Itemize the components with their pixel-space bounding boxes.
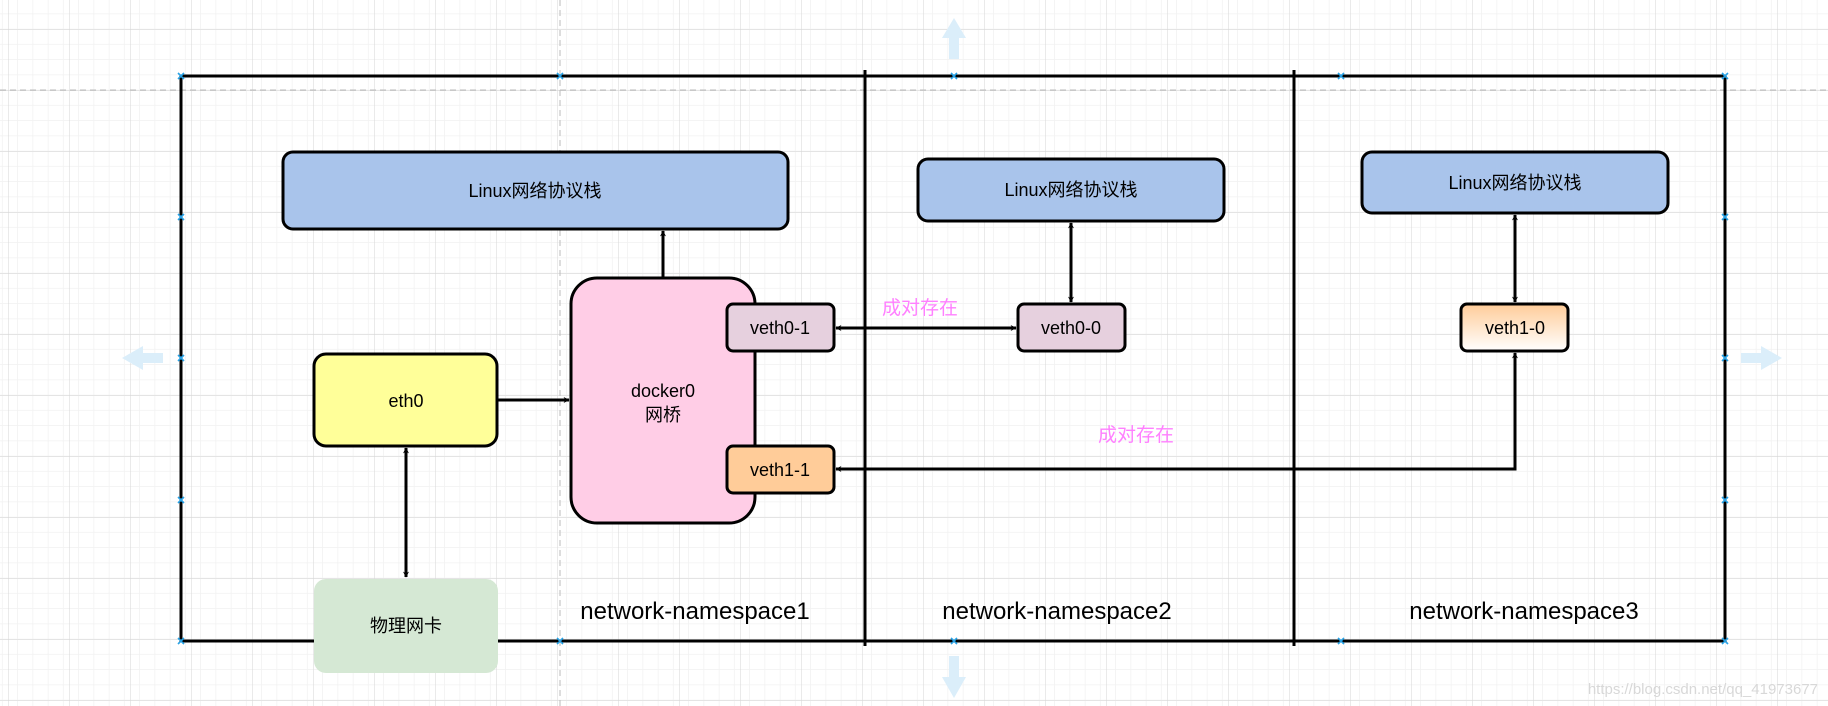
selection-handles[interactable]	[177, 72, 1729, 645]
stack1-label: Linux网络协议栈	[468, 181, 601, 201]
node-stack1[interactable]: Linux网络协议栈	[281, 150, 790, 231]
node-stack2[interactable]: Linux网络协议栈	[916, 157, 1226, 223]
veth1-1-label: veth1-1	[750, 460, 810, 480]
node-veth1-1[interactable]: veth1-1	[725, 444, 836, 495]
node-stack3[interactable]: Linux网络协议栈	[1360, 150, 1670, 215]
namespace2-label: network-namespace2	[942, 598, 1171, 625]
bridge-label-line2: 网桥	[645, 405, 681, 425]
node-veth0-1[interactable]: veth0-1	[725, 302, 836, 353]
node-docker0-bridge[interactable]: docker0 网桥	[569, 276, 757, 525]
expand-right-arrow-icon[interactable]	[1741, 346, 1782, 370]
expand-down-arrow-icon[interactable]	[942, 656, 966, 698]
stack3-label: Linux网络协议栈	[1448, 173, 1581, 193]
eth0-label: eth0	[388, 391, 423, 411]
pair-label-veth1: 成对存在	[1098, 424, 1174, 446]
veth0-1-label: veth0-1	[750, 318, 810, 338]
edge-veth1-pair	[835, 352, 1518, 472]
expand-up-arrow-icon[interactable]	[942, 18, 966, 59]
watermark: https://blog.csdn.net/qq_41973677	[1588, 681, 1818, 698]
node-physical-nic[interactable]: 物理网卡	[314, 579, 498, 673]
nic-label: 物理网卡	[370, 616, 442, 636]
expand-left-arrow-icon[interactable]	[122, 346, 163, 370]
node-veth1-0[interactable]: veth1-0	[1459, 302, 1570, 353]
bridge-label-line1: docker0	[631, 381, 695, 401]
node-eth0[interactable]: eth0	[312, 352, 499, 448]
veth1-0-label: veth1-0	[1485, 318, 1545, 338]
stack2-label: Linux网络协议栈	[1004, 180, 1137, 200]
node-veth0-0[interactable]: veth0-0	[1016, 302, 1127, 353]
namespace1-label: network-namespace1	[580, 598, 809, 625]
veth0-0-label: veth0-0	[1041, 318, 1101, 338]
namespace3-label: network-namespace3	[1409, 598, 1638, 625]
pair-label-veth0: 成对存在	[882, 297, 958, 319]
